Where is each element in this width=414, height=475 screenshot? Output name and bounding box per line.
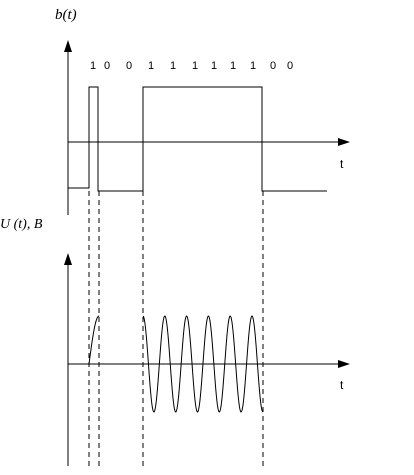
top-x-axis-arrow (338, 138, 350, 146)
top-y-axis-arrow (64, 40, 72, 52)
top-plot: b(t) t 1 0 0 1 1 1 1 1 1 0 0 (55, 7, 350, 215)
bit-label: 0 (104, 60, 110, 72)
bit-label: 0 (126, 60, 132, 72)
bit-label: 1 (192, 60, 198, 72)
bottom-x-axis-arrow (338, 360, 350, 368)
top-x-label: t (340, 157, 344, 171)
top-y-label: b(t) (55, 7, 77, 23)
bottom-x-label: t (340, 378, 344, 392)
bottom-y-axis-arrow (64, 253, 72, 265)
bit-label: 0 (287, 60, 293, 72)
bottom-y-label: U (t), B (0, 217, 43, 232)
bit-label: 1 (230, 60, 236, 72)
bottom-plot: U (t), B t (0, 217, 350, 466)
bit-label: 1 (170, 60, 176, 72)
bit-label: 1 (211, 60, 217, 72)
bit-label: 1 (90, 60, 96, 72)
bit-label: 1 (250, 60, 256, 72)
bit-labels: 1 0 0 1 1 1 1 1 1 0 0 (90, 60, 293, 72)
digital-waveform (68, 86, 327, 192)
bit-label: 0 (270, 60, 276, 72)
modulated-burst-long (142, 315, 264, 413)
modulated-burst-short (88, 315, 100, 365)
bit-label: 1 (148, 60, 154, 72)
guide-lines (88, 191, 264, 466)
